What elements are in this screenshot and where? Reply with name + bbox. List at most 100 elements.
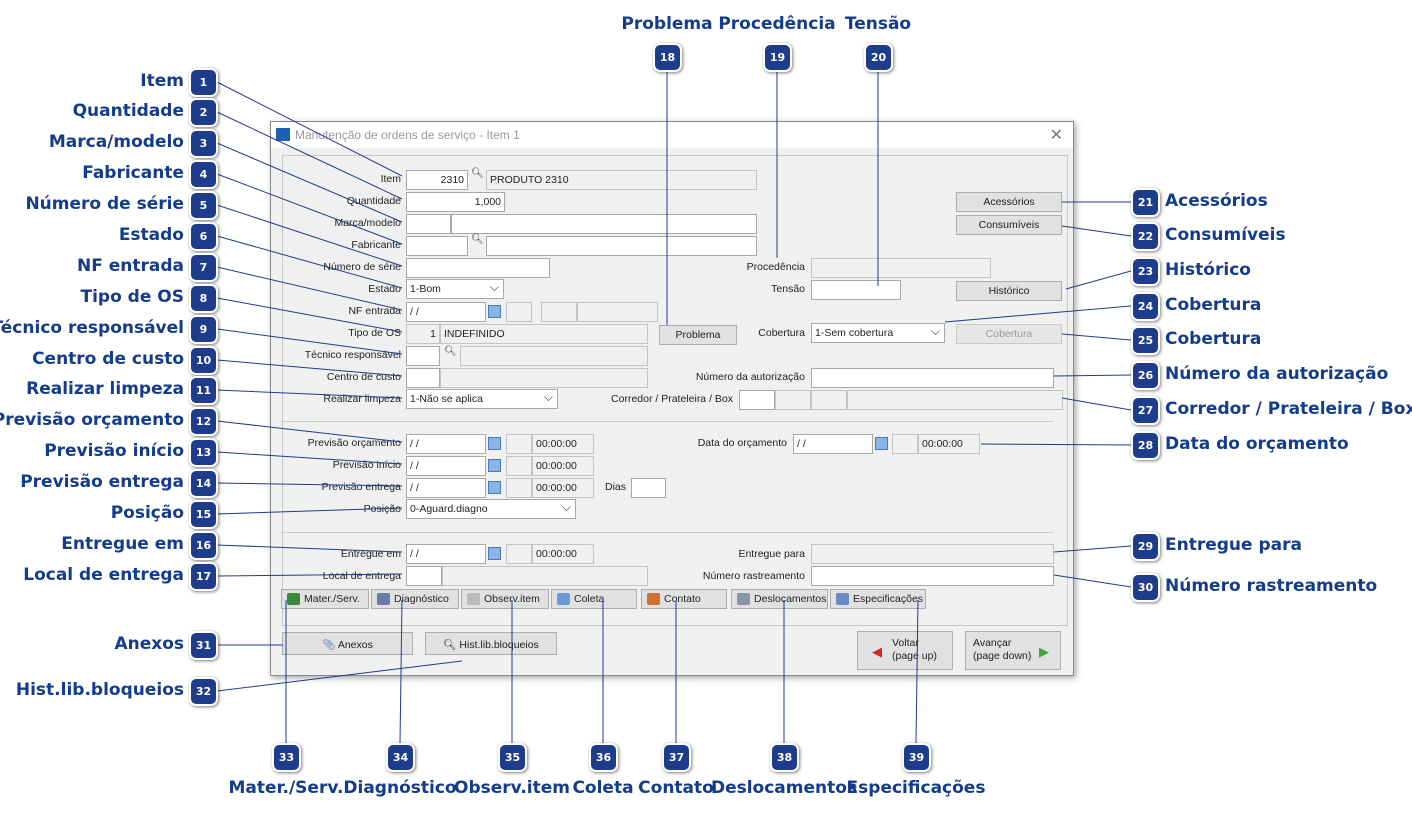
close-icon[interactable]: ✕	[1049, 127, 1063, 144]
hist-label: Hist.lib.bloqueios	[459, 639, 539, 651]
callout-badge: 35	[498, 743, 527, 772]
fabricante-search-icon[interactable]: 🔍︎	[471, 234, 484, 245]
tab-observ-item[interactable]: Observ.item	[461, 589, 549, 609]
item-search-icon[interactable]: 🔍︎	[471, 168, 484, 179]
prev-inicio-time[interactable]: 00:00:00	[532, 456, 594, 476]
posicao-label: Posição	[363, 503, 401, 515]
tab-deslocamentos[interactable]: Deslocamentos	[731, 589, 828, 609]
callout-badge: 33	[272, 743, 301, 772]
prev-inicio-date[interactable]: / /	[406, 456, 486, 476]
acessorios-button[interactable]: Acessórios	[956, 192, 1062, 212]
callout-label: Problema	[621, 14, 713, 34]
hist-lib-button[interactable]: 🔍︎ Hist.lib.bloqueios	[425, 632, 557, 655]
prev-orcamento-time[interactable]: 00:00:00	[532, 434, 594, 454]
callout-badge: 25	[1131, 326, 1160, 355]
local-entrega-code[interactable]	[406, 566, 442, 586]
entregue-para-input[interactable]	[811, 544, 1054, 564]
prev-orcamento-date[interactable]: / /	[406, 434, 486, 454]
entregue-em-calendar-icon[interactable]	[488, 547, 501, 560]
rastreamento-input[interactable]	[811, 566, 1054, 586]
prev-orcamento-calendar-icon[interactable]	[488, 437, 501, 450]
nf-supplier-input[interactable]	[577, 302, 658, 322]
tecnico-desc-input[interactable]	[460, 346, 648, 366]
anexos-button[interactable]: 📎︎ Anexos	[282, 632, 413, 655]
corredor-input[interactable]	[739, 390, 775, 410]
consumiveis-button[interactable]: Consumíveis	[956, 215, 1062, 235]
tab-diagnostico[interactable]: Diagnóstico	[371, 589, 459, 609]
entregue-em-day[interactable]	[506, 544, 532, 564]
nf-number-input[interactable]	[541, 302, 577, 322]
tab-especificacoes[interactable]: Especificações	[830, 589, 926, 609]
tipo-os-code-input[interactable]: 1	[406, 324, 440, 344]
marca-code-input[interactable]	[406, 214, 451, 234]
separator-2	[281, 532, 1053, 533]
tecnico-search-icon[interactable]: 🔍︎	[444, 346, 457, 357]
localizacao-desc-input[interactable]	[847, 390, 1063, 410]
item-code-input[interactable]: 2310	[406, 170, 468, 190]
limpeza-select[interactable]: 1-Não se aplica	[406, 389, 558, 409]
data-orcamento-date[interactable]: / /	[793, 434, 873, 454]
prateleira-input[interactable]	[775, 390, 811, 410]
callout-badge: 37	[662, 743, 691, 772]
serie-input[interactable]	[406, 258, 550, 278]
problema-button[interactable]: Problema	[659, 325, 737, 345]
voltar-button[interactable]: Voltar (page up)	[857, 631, 953, 670]
data-orcamento-calendar-icon[interactable]	[875, 437, 888, 450]
prev-entrega-day[interactable]	[506, 478, 532, 498]
entregue-em-date[interactable]: / /	[406, 544, 486, 564]
avancar-button[interactable]: Avançar (page down)	[965, 631, 1061, 670]
nf-serie-input[interactable]	[506, 302, 532, 322]
callout-label: Corredor / Prateleira / Box	[1165, 399, 1412, 419]
posicao-select[interactable]: 0-Aguard.diagno	[406, 499, 576, 519]
callout-label: NF entrada	[76, 256, 184, 276]
cobertura-select[interactable]: 1-Sem cobertura	[811, 323, 945, 343]
historico-button[interactable]: Histórico	[956, 281, 1062, 301]
prev-entrega-calendar-icon[interactable]	[488, 481, 501, 494]
item-desc-input[interactable]: PRODUTO 2310	[486, 170, 757, 190]
quantidade-input[interactable]: 1,000	[406, 192, 505, 212]
tipo-os-desc-input[interactable]: INDEFINIDO	[440, 324, 648, 344]
prev-entrega-time[interactable]: 00:00:00	[532, 478, 594, 498]
fabricante-label: Fabricante	[351, 239, 401, 251]
callout-label: Centro de custo	[32, 349, 184, 369]
callout-label: Realizar limpeza	[26, 379, 184, 399]
centro-custo-desc-input[interactable]	[440, 368, 648, 388]
prev-inicio-label: Previsão início	[332, 459, 401, 471]
callout-badge: 9	[189, 315, 218, 344]
centro-custo-code-input[interactable]	[406, 368, 440, 388]
estado-select[interactable]: 1-Bom	[406, 279, 504, 299]
callout-badge: 38	[770, 743, 799, 772]
callout-label: Especificações	[846, 778, 986, 798]
marca-desc-input[interactable]	[451, 214, 757, 234]
prev-inicio-calendar-icon[interactable]	[488, 459, 501, 472]
app-icon	[276, 128, 290, 141]
tecnico-code-input[interactable]	[406, 346, 440, 366]
data-orcamento-time[interactable]: 00:00:00	[918, 434, 980, 454]
box-input[interactable]	[811, 390, 847, 410]
local-entrega-desc[interactable]	[442, 566, 648, 586]
entregue-em-time[interactable]: 00:00:00	[532, 544, 594, 564]
paperclip-icon: 📎︎	[322, 639, 338, 651]
autorizacao-input[interactable]	[811, 368, 1054, 388]
prev-inicio-day[interactable]	[506, 456, 532, 476]
procedencia-input[interactable]	[811, 258, 991, 278]
prev-orcamento-day[interactable]	[506, 434, 532, 454]
marca-label: Marca/modelo	[334, 217, 401, 229]
fabricante-desc-input[interactable]	[486, 236, 757, 256]
tab-label: Mater./Serv.	[304, 593, 360, 605]
fabricante-code-input[interactable]	[406, 236, 468, 256]
callout-label: Contato	[638, 778, 714, 798]
entregue-para-label: Entregue para	[738, 548, 805, 560]
tab-mater-serv[interactable]: Mater./Serv.	[281, 589, 369, 609]
nf-date-input[interactable]: / /	[406, 302, 486, 322]
prev-entrega-date[interactable]: / /	[406, 478, 486, 498]
data-orcamento-day[interactable]	[892, 434, 918, 454]
local-entrega-label: Local de entrega	[322, 570, 401, 582]
callout-badge: 30	[1131, 573, 1160, 602]
callout-badge: 18	[653, 43, 682, 72]
nf-calendar-icon[interactable]	[488, 305, 501, 318]
dias-input[interactable]	[631, 478, 666, 498]
tab-coleta[interactable]: Coleta	[551, 589, 637, 609]
tab-contato[interactable]: Contato	[641, 589, 727, 609]
tensao-input[interactable]	[811, 280, 901, 300]
